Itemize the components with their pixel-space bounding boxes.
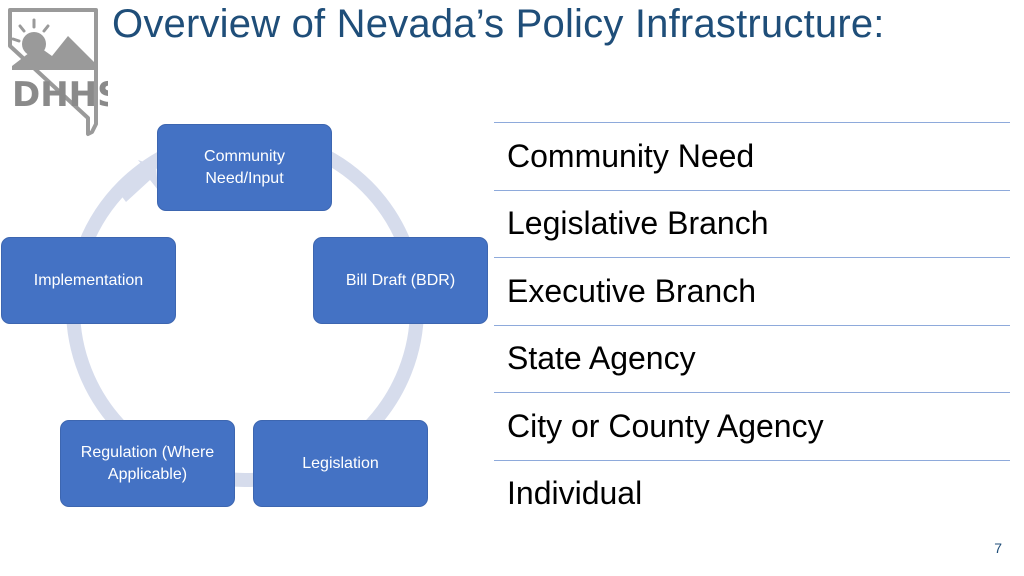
cycle-node-community-need: Community Need/Input xyxy=(157,124,332,211)
level-state-agency: State Agency xyxy=(494,324,1010,393)
page-number: 7 xyxy=(994,540,1002,556)
cycle-node-legislation: Legislation xyxy=(253,420,428,507)
mountains-icon xyxy=(12,36,96,70)
dhhs-logo: DHHS xyxy=(8,8,108,136)
level-executive-branch: Executive Branch xyxy=(494,257,1010,325)
cycle-node-regulation: Regulation (Where Applicable) xyxy=(60,420,235,507)
logo-lettering: DHHS xyxy=(12,75,108,115)
level-legislative-branch: Legislative Branch xyxy=(494,189,1010,258)
level-individual: Individual xyxy=(494,459,1010,528)
policy-levels-list: Community Need Legislative Branch Execut… xyxy=(494,122,1010,527)
level-city-county-agency: City or County Agency xyxy=(494,392,1010,460)
slide-title: Overview of Nevada’s Policy Infrastructu… xyxy=(112,2,885,46)
level-community-need: Community Need xyxy=(494,122,1010,190)
cycle-node-bill-draft: Bill Draft (BDR) xyxy=(313,237,488,324)
cycle-node-implementation: Implementation xyxy=(1,237,176,324)
cycle-arrow-icon xyxy=(120,160,158,202)
